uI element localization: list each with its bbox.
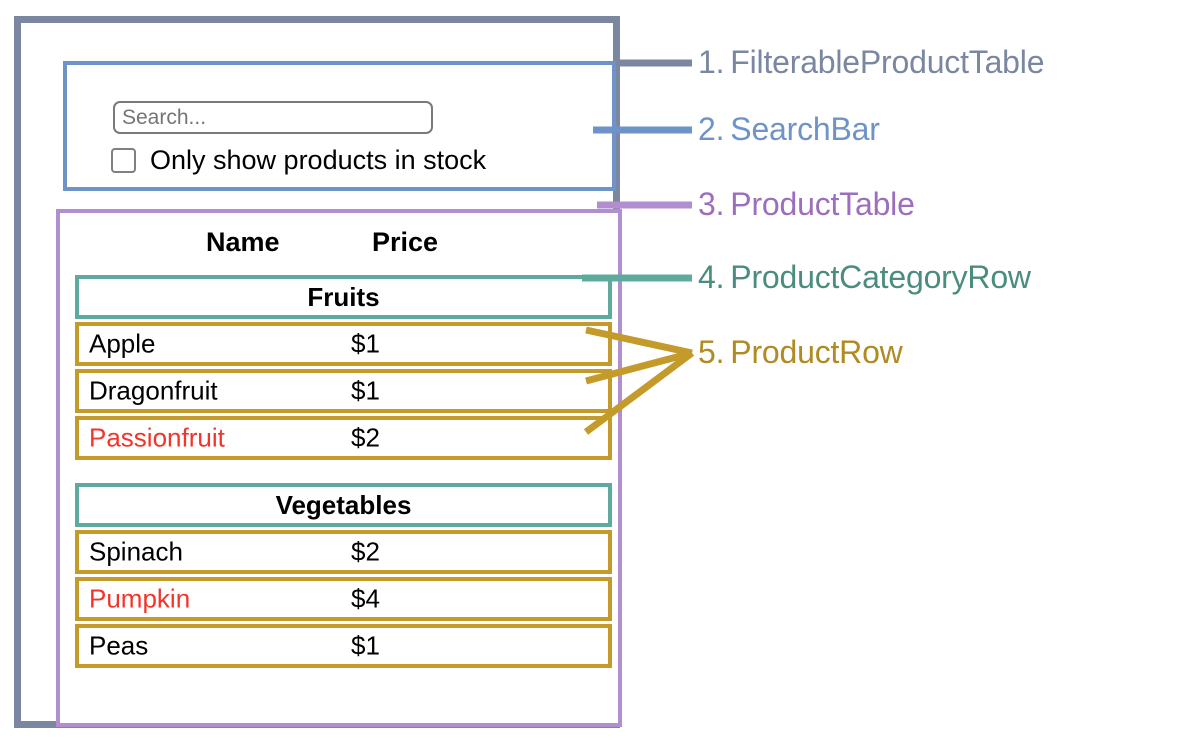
legend-number-4: 4.	[698, 259, 725, 295]
product-price: $1	[351, 630, 380, 661]
legend-label-2: SearchBar	[730, 111, 880, 147]
product-row: Pumpkin $4	[75, 577, 612, 621]
legend-label-5: ProductRow	[730, 334, 903, 370]
legend-label-4: ProductCategoryRow	[730, 259, 1031, 295]
product-row: Peas $1	[75, 624, 612, 668]
legend-label-3: ProductTable	[730, 186, 915, 222]
product-price: $1	[351, 375, 380, 406]
product-row: Dragonfruit $1	[75, 369, 612, 413]
in-stock-filter-row[interactable]: Only show products in stock	[111, 145, 486, 176]
legend-number-3: 3.	[698, 186, 725, 222]
product-price: $2	[351, 422, 380, 453]
product-category-row: Fruits	[75, 275, 612, 319]
column-header-name: Name	[206, 226, 280, 257]
legend-number-1: 1.	[698, 44, 725, 80]
product-table-header: Name Price	[60, 221, 618, 263]
legend-item-search-bar: 2.SearchBar	[698, 111, 880, 148]
legend-item-filterable-product-table: 1.FilterableProductTable	[698, 44, 1044, 81]
product-category-row: Vegetables	[75, 483, 612, 527]
search-bar-frame: Only show products in stock	[63, 61, 616, 191]
product-row: Passionfruit $2	[75, 416, 612, 460]
product-table-body: Fruits Apple $1 Dragonfruit $1 Passionfr…	[75, 275, 612, 671]
legend-item-product-table: 3.ProductTable	[698, 186, 915, 223]
legend-item-product-category-row: 4.ProductCategoryRow	[698, 259, 1031, 296]
filterable-product-table-frame: Only show products in stock Name Price F…	[14, 16, 622, 728]
legend-label-1: FilterableProductTable	[730, 44, 1045, 80]
product-name: Pumpkin	[89, 583, 191, 614]
legend-item-product-row: 5.ProductRow	[698, 334, 903, 371]
product-price: $2	[351, 536, 380, 567]
product-row: Spinach $2	[75, 530, 612, 574]
product-table-frame: Name Price Fruits Apple $1 Dragonfruit $…	[56, 209, 622, 727]
in-stock-checkbox-label: Only show products in stock	[150, 145, 487, 175]
column-header-price: Price	[372, 226, 439, 257]
product-category-label: Vegetables	[275, 489, 412, 520]
product-price: $4	[351, 583, 380, 614]
in-stock-checkbox[interactable]	[111, 148, 136, 173]
search-input[interactable]	[113, 101, 433, 134]
group-spacer	[75, 463, 612, 483]
product-price: $1	[351, 328, 380, 359]
product-name: Spinach	[89, 536, 183, 567]
product-name: Peas	[89, 630, 149, 661]
legend-number-2: 2.	[698, 111, 725, 147]
product-name: Apple	[89, 328, 156, 359]
product-name: Passionfruit	[89, 422, 225, 453]
product-category-label: Fruits	[307, 281, 380, 312]
product-row: Apple $1	[75, 322, 612, 366]
product-name: Dragonfruit	[89, 375, 218, 406]
legend-number-5: 5.	[698, 334, 725, 370]
